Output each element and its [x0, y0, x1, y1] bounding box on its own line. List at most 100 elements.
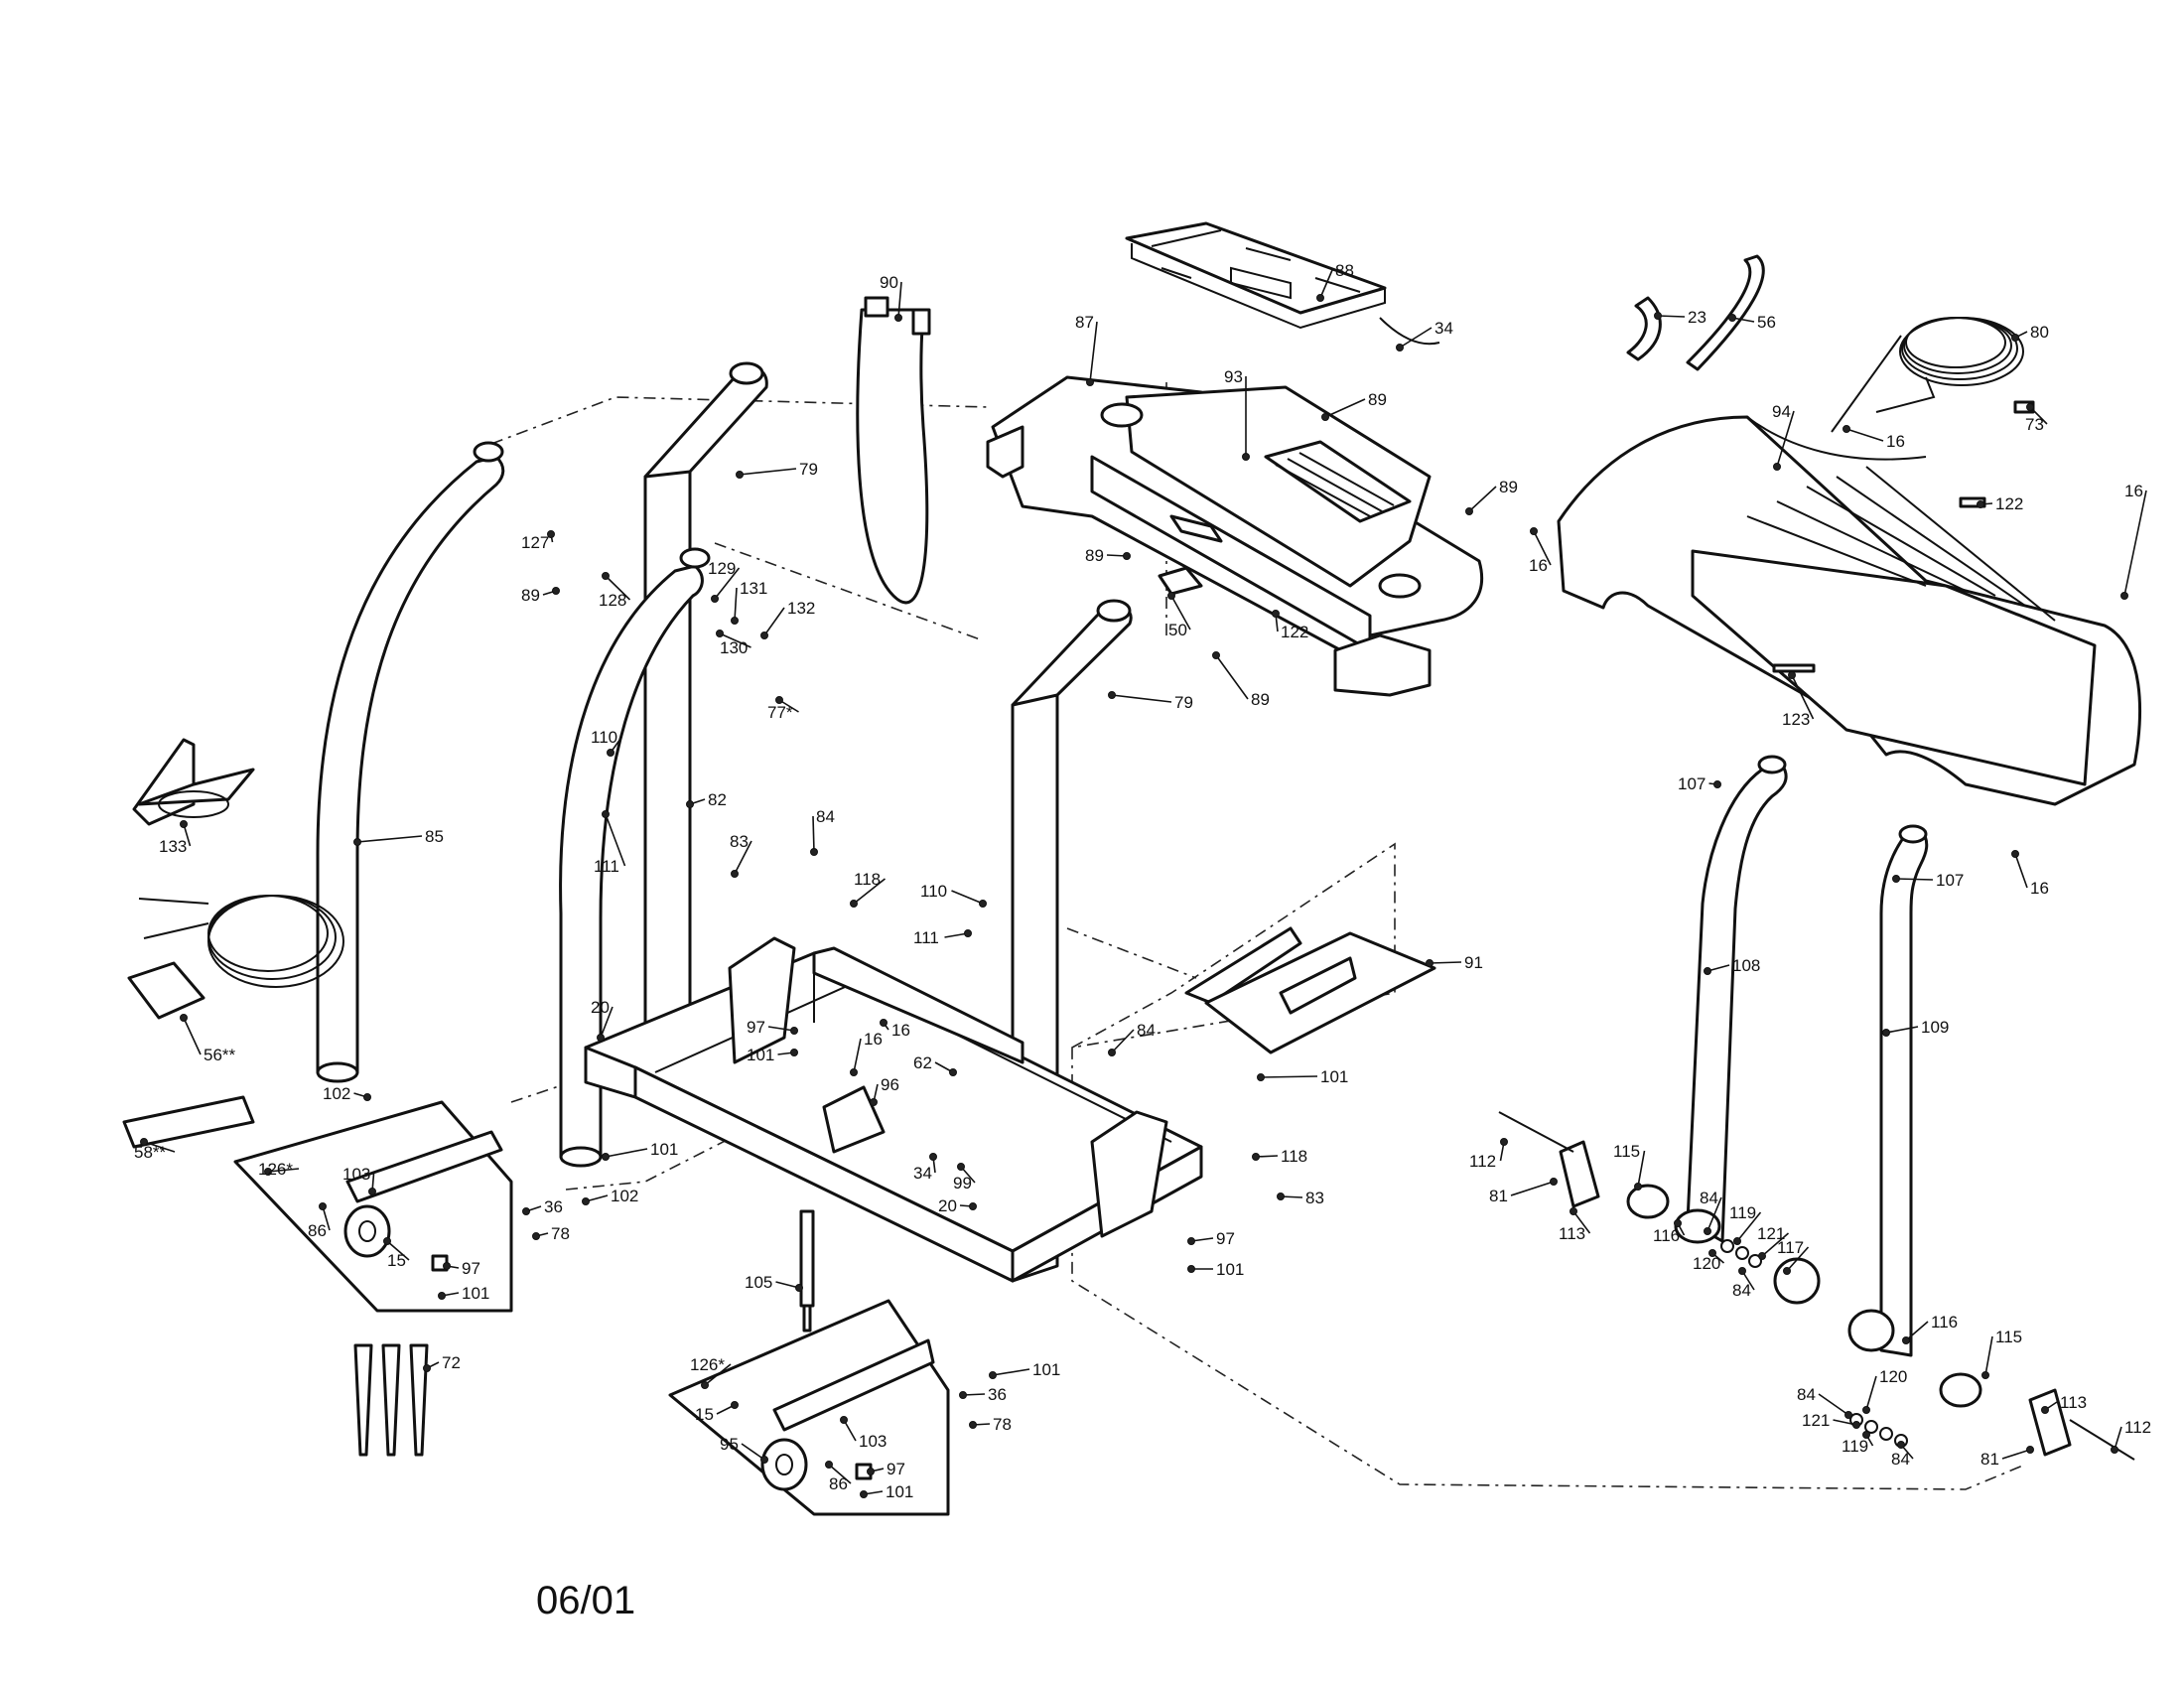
callout-56: 56: [1728, 313, 1776, 332]
callout-121a: 121: [1757, 1224, 1790, 1260]
leader-line: [1818, 1393, 1849, 1416]
callout-90: 90: [880, 273, 902, 322]
leader-line: [1637, 1150, 1646, 1188]
part-number-label: 20: [938, 1196, 957, 1215]
part-number-label: 81: [1489, 1187, 1508, 1205]
part-number-label: 86: [308, 1221, 327, 1240]
callout-93: 93: [1224, 367, 1250, 461]
leader-line: [1706, 1196, 1722, 1232]
callout-84a: 84: [810, 807, 835, 856]
fastener-marker: [1783, 1267, 1791, 1275]
leader-line: [1572, 1210, 1591, 1234]
leader-line: [2114, 1426, 2122, 1451]
fastener-marker: [1852, 1421, 1860, 1429]
fastener-marker: [894, 314, 902, 322]
part-number-label: 127: [521, 533, 549, 552]
leader-line: [1791, 674, 1815, 720]
part-number-label: 116: [1931, 1313, 1958, 1332]
leader-line: [1089, 321, 1098, 383]
callout-34a: 34: [1396, 319, 1453, 351]
leader-line: [1260, 1075, 1318, 1078]
part-number-label: 96: [881, 1075, 899, 1094]
fastener-marker: [880, 1019, 887, 1027]
fastener-marker: [140, 1138, 148, 1146]
part-number-label: 112: [1469, 1152, 1496, 1171]
part-number-label: 89: [1499, 478, 1518, 496]
callout-95: 95: [720, 1435, 768, 1464]
callout-126a: 126*: [258, 1160, 300, 1179]
fastener-marker: [1212, 651, 1220, 659]
fastener-marker: [1892, 875, 1900, 883]
console-overlay-88: [1125, 221, 1440, 346]
part-number-label: 16: [1529, 556, 1548, 575]
part-number-label: 16: [891, 1021, 910, 1040]
part-number-label: 84: [1891, 1450, 1910, 1469]
part-number-label: 113: [2060, 1393, 2087, 1412]
part-number-label: 56: [1757, 313, 1776, 332]
callout-126b: 126*: [690, 1355, 732, 1389]
part-number-label: 130: [720, 638, 748, 657]
fastener-marker: [1123, 552, 1131, 560]
callout-118a: 118: [850, 870, 886, 908]
part-number-label: 97: [887, 1460, 905, 1478]
leader-line: [714, 567, 741, 600]
callout-78b: 78: [969, 1415, 1012, 1434]
fastener-marker: [532, 1232, 540, 1240]
callout-112a: 112: [1469, 1138, 1508, 1171]
fastener-marker: [1321, 413, 1329, 421]
callout-97c: 97: [1187, 1229, 1235, 1248]
part-number-label: 84: [1797, 1385, 1816, 1404]
leg-hardware-right: [1847, 1309, 2135, 1461]
part-number-label: 116: [1653, 1226, 1680, 1245]
fastener-marker: [1704, 967, 1711, 975]
leader-line: [1905, 1321, 1929, 1341]
leader-line: [734, 840, 752, 875]
fastener-marker: [423, 1364, 431, 1372]
leader-line: [1895, 878, 1934, 881]
part-number-label: 107: [1936, 871, 1964, 890]
part-number-label: 95: [720, 1435, 739, 1454]
leader-line: [1468, 486, 1497, 512]
fastener-marker: [790, 1049, 798, 1056]
callout-86b: 86: [825, 1461, 852, 1493]
leader-line: [992, 1368, 1030, 1376]
date-code: 06/01: [536, 1579, 635, 1622]
callout-86a: 86: [308, 1202, 331, 1240]
part-number-label: 89: [521, 586, 540, 605]
callout-82: 82: [686, 790, 727, 809]
callout-36b: 36: [959, 1385, 1007, 1404]
part-number-label: 111: [594, 857, 619, 876]
fastener-marker: [840, 1416, 848, 1424]
wire-harness-80: [1831, 317, 2035, 433]
leader-line: [775, 1281, 800, 1289]
callout-119b: 119: [1842, 1431, 1874, 1456]
part-number-label: 129: [708, 559, 736, 578]
callout-102a: 102: [323, 1084, 371, 1103]
wheel-assembly-left-126: [233, 1100, 513, 1313]
fastener-marker: [1465, 507, 1473, 515]
callout-99: 99: [953, 1163, 976, 1193]
callout-16c: 16: [2120, 482, 2147, 600]
callout-123: 123: [1782, 671, 1815, 729]
callout-112b: 112: [2111, 1418, 2151, 1454]
part-number-label: 84: [1700, 1189, 1718, 1207]
part-number-label: 131: [740, 579, 767, 598]
callout-110b: 110: [920, 882, 987, 908]
leader-line: [356, 835, 423, 843]
leader-line: [897, 281, 902, 319]
callout-84e: 84: [1797, 1385, 1852, 1419]
leader-line: [1885, 1026, 1919, 1034]
left-upright-82: [643, 361, 768, 1059]
callout-97a: 97: [747, 1018, 798, 1037]
callout-72: 72: [423, 1353, 461, 1372]
fastener-marker: [1758, 1252, 1766, 1260]
part-number-label: 108: [1732, 956, 1760, 975]
leader-line: [2001, 1449, 2031, 1460]
callout-16f: 16: [880, 1019, 910, 1040]
leader-line: [1865, 1375, 1877, 1411]
fastener-marker: [597, 1034, 605, 1042]
part-number-label: 87: [1075, 313, 1094, 332]
callout-129: 129: [708, 559, 741, 603]
fastener-marker: [2011, 334, 2019, 342]
leader-line: [1533, 530, 1552, 566]
